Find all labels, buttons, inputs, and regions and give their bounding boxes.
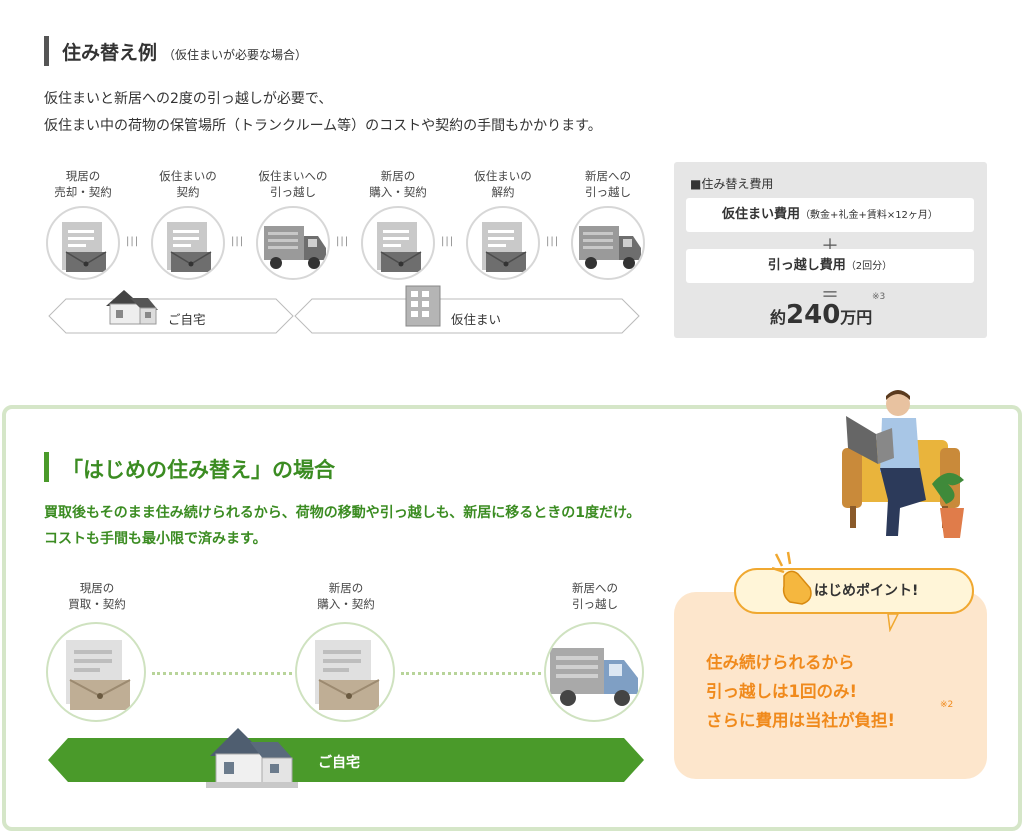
step3-label: 仮住まいへの引っ越し [258, 169, 328, 199]
home-period-band-green [48, 738, 644, 782]
section1-subtitle: （仮住まいが必要な場合） [163, 48, 308, 62]
connector-dots [152, 672, 292, 675]
point-tag [734, 568, 974, 614]
step5-label: 仮住まいの解約 [474, 169, 532, 199]
document-icon [46, 206, 120, 280]
house-icon [106, 290, 158, 325]
connector-dots: ||| [126, 236, 140, 247]
connector-dots: ||| [546, 236, 560, 247]
house-icon [206, 728, 298, 788]
person-reading-illustration [842, 390, 964, 538]
step-b2-label: 新居の購入・契約 [317, 581, 375, 611]
section1-description: 仮住まいと新居への2度の引っ越しが必要で、 仮住まい中の荷物の保管場所（トランク… [44, 91, 602, 134]
step6-label: 新居への引っ越し [585, 169, 631, 199]
connector-dots: ||| [336, 236, 350, 247]
temporary-housing-band [294, 298, 640, 334]
document-icon [46, 622, 146, 722]
band-temp-label: 仮住まい [451, 312, 502, 327]
document-icon [361, 206, 435, 280]
step-b3-label: 新居への引っ越し [572, 581, 618, 611]
connector-dots: ||| [231, 236, 245, 247]
point-tag-text: はじめポイント! [814, 583, 919, 599]
equals-sign: ＝ [821, 285, 839, 306]
step4-label: 新居の購入・契約 [369, 169, 427, 199]
band-home-label: ご自宅 [168, 312, 206, 327]
section2-title-bar [44, 452, 49, 482]
point-note: ※2 [940, 700, 954, 710]
section2-description: 買取後もそのまま住み続けられるから、荷物の移動や引っ越しも、新居に移るときの1度… [44, 505, 641, 547]
point-message: 住み続けられるから 引っ越しは1回のみ! さらに費用は当社が負担! [706, 653, 896, 730]
section1-title-bar [44, 36, 49, 66]
cost-item-moving: 引っ越し費用（2回分） [686, 249, 974, 283]
pointing-hand-icon [771, 551, 812, 605]
section1-title: 住み替え例（仮住まいが必要な場合） [62, 42, 308, 64]
document-icon [466, 206, 540, 280]
cost-heading: ■住み替え費用 [690, 177, 774, 191]
connector-dots: ||| [441, 236, 455, 247]
band-home-label-green: ご自宅 [318, 755, 360, 771]
section2-title: 「はじめの住み替え」の場合 [62, 458, 335, 482]
truck-icon [256, 206, 330, 280]
connector-dots [401, 672, 541, 675]
step-b1-label: 現居の買取・契約 [68, 581, 126, 611]
speech-pointer [887, 613, 900, 632]
document-icon [151, 206, 225, 280]
cost-item-temp-housing: 仮住まい費用（敷金+礼金+賃料×12ヶ月） [686, 198, 974, 232]
apartment-icon [405, 285, 441, 327]
step2-label: 仮住まいの契約 [159, 169, 217, 199]
cost-total: 約240万円 [770, 300, 873, 330]
truck-icon [571, 206, 645, 280]
step1-label: 現居の売却・契約 [54, 169, 112, 199]
point-box [674, 592, 987, 779]
document-icon [295, 622, 395, 722]
cost-total-note: ※3 [872, 292, 886, 302]
truck-icon [544, 622, 644, 722]
